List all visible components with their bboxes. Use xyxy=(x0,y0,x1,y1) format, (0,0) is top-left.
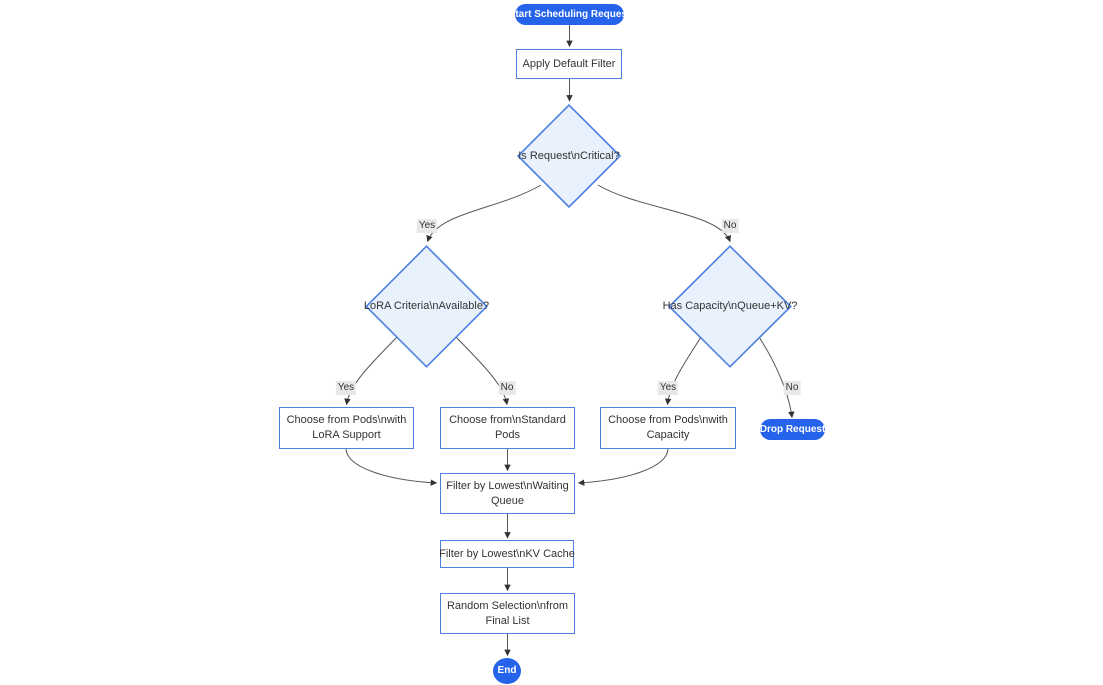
diamond-shape xyxy=(517,104,621,208)
node-choose-standard-pods[interactable]: Choose from\nStandard Pods xyxy=(440,407,575,449)
edge-label-lora-yes: Yes xyxy=(335,381,357,395)
edge-lora-yes xyxy=(344,336,398,406)
edge-capacity-no xyxy=(758,336,795,419)
edge-capacity-yes xyxy=(664,336,702,406)
node-apply-default-filter[interactable]: Apply Default Filter xyxy=(516,49,622,79)
decision-label: Is Request\nCritical? xyxy=(518,149,620,162)
node-choose-pods-capacity[interactable]: Choose from Pods\nwith Capacity xyxy=(600,407,736,449)
diamond-shape xyxy=(365,245,488,368)
edge-label-critical-yes: Yes xyxy=(416,219,438,233)
edge-lora-no xyxy=(455,336,510,406)
edge-lorapods-to-queuefilter xyxy=(345,448,438,486)
node-drop-request[interactable]: Drop Request xyxy=(760,419,825,440)
node-filter-kv-cache[interactable]: Filter by Lowest\nKV Cache xyxy=(439,540,575,568)
node-has-capacity-queue-kv[interactable]: Has Capacity\nQueue+KV? xyxy=(663,245,797,368)
node-end[interactable]: End xyxy=(493,658,521,684)
node-lora-criteria-available[interactable]: LoRA Criteria\nAvailable? xyxy=(363,245,490,368)
node-start[interactable]: Start Scheduling Request xyxy=(509,4,630,25)
node-random-selection[interactable]: Random Selection\nfrom Final List xyxy=(440,593,575,634)
node-is-request-critical[interactable]: Is Request\nCritical? xyxy=(517,104,621,208)
decision-label: Has Capacity\nQueue+KV? xyxy=(662,300,798,313)
node-choose-pods-lora[interactable]: Choose from Pods\nwith LoRA Support xyxy=(279,407,414,449)
diamond-shape xyxy=(668,245,792,368)
edge-label-critical-no: No xyxy=(721,219,739,233)
node-filter-waiting-queue[interactable]: Filter by Lowest\nWaiting Queue xyxy=(440,473,575,514)
edge-capacitypods-to-queuefilter xyxy=(577,448,669,486)
edge-label-lora-no: No xyxy=(498,381,516,395)
decision-label: LoRA Criteria\nAvailable? xyxy=(363,300,490,313)
edge-label-capacity-yes: Yes xyxy=(657,381,679,395)
edge-label-capacity-no: No xyxy=(783,381,801,395)
